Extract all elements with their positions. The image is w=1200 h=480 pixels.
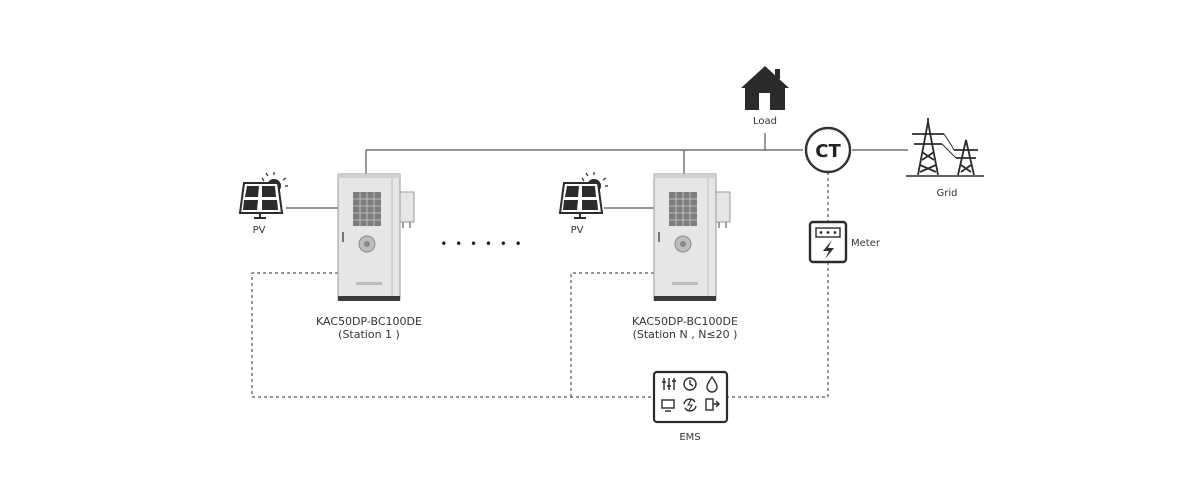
pv-array-1: PV xyxy=(238,172,288,236)
grid-label: Grid xyxy=(937,188,958,199)
solar-panel-icon xyxy=(238,172,288,219)
meter-ems-comm-line xyxy=(727,262,829,398)
cabinet-icon xyxy=(653,173,717,301)
ct-sensor: CT xyxy=(804,126,852,174)
ems-label: EMS xyxy=(679,432,700,443)
pv1-label: PV xyxy=(253,225,266,236)
station-1-cabinet: KAC50DP-BC100DE (Station 1 ) xyxy=(316,173,422,341)
more-stations-ellipsis: • • • • • • xyxy=(440,237,524,251)
meter-label: Meter xyxy=(851,238,881,249)
ems-controller: EMS xyxy=(652,370,729,443)
station1-name-label: (Station 1 ) xyxy=(338,328,400,341)
solar-panel-icon xyxy=(558,172,608,219)
cabinet-icon xyxy=(337,173,401,301)
house-icon xyxy=(741,66,789,110)
load-label: Load xyxy=(753,116,777,127)
grid-towers: Grid xyxy=(906,118,984,199)
ct-label: CT xyxy=(815,141,841,162)
side-inverter-icon xyxy=(715,191,731,228)
communication-lines xyxy=(251,172,829,398)
pv-array-2: PV xyxy=(558,172,608,236)
ems-panel-icon xyxy=(652,370,729,424)
ct-circle xyxy=(804,126,852,174)
ac-bus-lines xyxy=(286,133,908,209)
station1-comm-line xyxy=(251,272,654,398)
load-house: Load xyxy=(741,66,789,127)
pv2-label: PV xyxy=(571,225,584,236)
station-n-cabinet: KAC50DP-BC100DE (Station N , N≤20 ) xyxy=(632,173,738,341)
stationN-name-label: (Station N , N≤20 ) xyxy=(633,328,738,341)
meter: Meter xyxy=(808,220,881,264)
side-inverter-icon xyxy=(399,191,415,228)
station1-model-label: KAC50DP-BC100DE xyxy=(316,315,422,328)
stationN-model-label: KAC50DP-BC100DE xyxy=(632,315,738,328)
transmission-tower-icon xyxy=(906,118,984,177)
meter-icon xyxy=(808,220,848,264)
